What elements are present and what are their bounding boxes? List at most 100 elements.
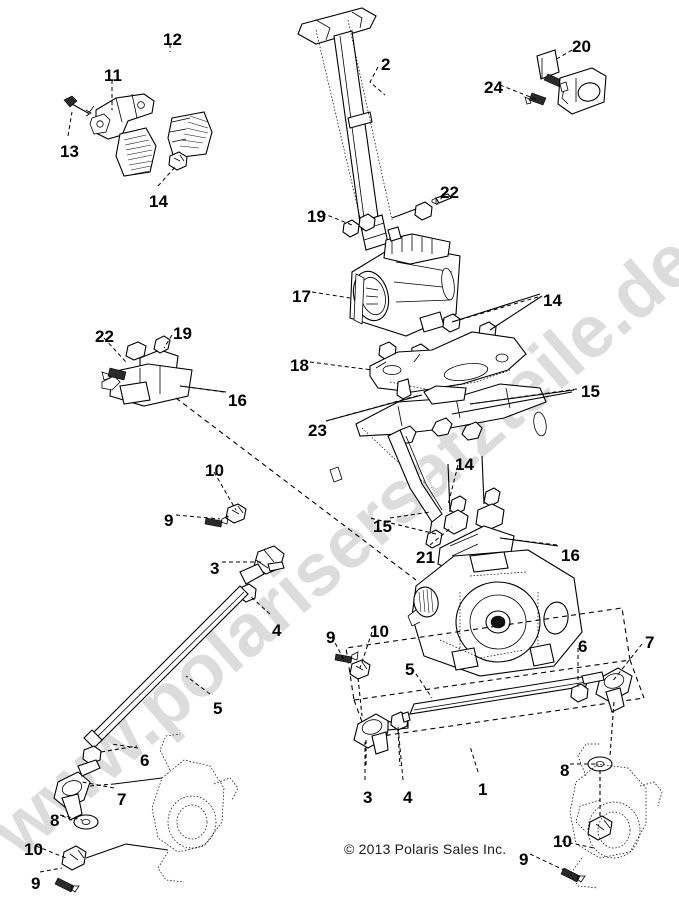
leader-line-17 — [311, 291, 351, 299]
part-18-mount-plate — [329, 331, 527, 483]
callout-number-6: 6 — [578, 637, 588, 656]
part-9-screw-left-lower — [54, 877, 80, 893]
callout-number-9: 9 — [31, 874, 41, 893]
callout-number-17: 17 — [292, 287, 311, 306]
callout-number-11: 11 — [104, 66, 122, 85]
callout-number-15: 15 — [373, 517, 392, 536]
callout-number-21: 21 — [416, 548, 435, 567]
leader-line-22 — [103, 337, 127, 363]
part-7-tierod-end-right — [581, 667, 633, 757]
callout-number-13: 13 — [60, 142, 79, 161]
callout-number-2: 2 — [381, 55, 391, 74]
callout-number-7: 7 — [117, 790, 127, 809]
callout-number-24: 24 — [484, 78, 503, 97]
leader-line-21 — [429, 526, 453, 546]
callout-number-5: 5 — [213, 699, 223, 718]
callout-number-3: 3 — [363, 788, 373, 807]
leader-line-18 — [309, 361, 373, 371]
leader-line-2 — [369, 66, 386, 96]
leader-line-19 — [321, 212, 353, 226]
leader-line-14 — [451, 296, 539, 323]
part-14-nut-upper — [168, 151, 188, 171]
part-5-tierod-shaft-left — [83, 585, 249, 749]
callout-number-12: 12 — [163, 30, 182, 49]
part-20-bracket — [536, 49, 607, 115]
callout-number-8: 8 — [50, 811, 60, 830]
leader-line-10 — [213, 471, 237, 511]
part-1-tierod-assembly-right — [345, 607, 645, 739]
callout-number-10: 10 — [24, 840, 43, 859]
callout-number-9: 9 — [326, 628, 336, 647]
callout-number-14: 14 — [543, 291, 562, 310]
part-11-clamp — [87, 93, 155, 140]
callout-number-22: 22 — [440, 183, 459, 202]
leader-line-9 — [331, 636, 345, 661]
callout-number-3: 3 — [210, 559, 220, 578]
leader-line-6 — [111, 743, 139, 749]
callout-number-4: 4 — [272, 621, 282, 640]
leader-line-24 — [499, 84, 539, 101]
leader-line-5 — [185, 675, 211, 695]
leader-line-10 — [359, 631, 373, 669]
callout-number-1: 1 — [478, 780, 488, 799]
callout-number-19: 19 — [173, 324, 192, 343]
part-10-nut-right-lower — [587, 815, 613, 841]
part-17-eps-motor — [349, 226, 461, 337]
callout-number-20: 20 — [572, 37, 591, 56]
part-6-nut-right — [570, 683, 589, 703]
callout-number-9: 9 — [164, 511, 174, 530]
callout-number-5: 5 — [405, 660, 415, 679]
copyright-notice: © 2013 Polaris Sales Inc. — [344, 841, 507, 857]
part-8-washer-left — [61, 814, 99, 830]
part-2-steering-post — [297, 7, 393, 251]
callout-number-16: 16 — [228, 391, 247, 410]
leader-line-9 — [175, 514, 221, 520]
callout-number-14: 14 — [455, 455, 474, 474]
callout-number-23: 23 — [308, 421, 327, 440]
leader-line-20 — [554, 49, 573, 61]
callout-number-22: 22 — [95, 327, 114, 346]
leader-line-1 — [469, 745, 479, 773]
leader-line-9 — [529, 853, 565, 871]
leader-line-16 — [499, 537, 558, 546]
part-12-bushings — [115, 111, 213, 177]
part-3-tierod-end-left — [239, 545, 285, 585]
leader-line-8 — [59, 814, 83, 821]
leader-line-15 — [469, 388, 578, 405]
part-7-tierod-end-left-lower — [53, 759, 115, 821]
leader-line-10 — [561, 840, 595, 849]
part-23-bracket — [325, 394, 443, 523]
leader-line-13 — [67, 111, 73, 137]
callout-number-10: 10 — [205, 461, 224, 480]
callout-number-8: 8 — [560, 761, 570, 780]
callout-number-10: 10 — [370, 622, 389, 641]
leader-line-10 — [35, 845, 67, 859]
callout-number-6: 6 — [140, 751, 150, 770]
steering-knuckle-left — [113, 733, 239, 883]
leader-line-7 — [81, 781, 115, 789]
part-9-10-left — [204, 503, 247, 528]
callout-number-16: 16 — [561, 546, 580, 565]
callout-number-15: 15 — [581, 382, 600, 401]
callout-number-10: 10 — [553, 832, 572, 851]
front-gearcase — [407, 549, 583, 677]
part-24-screw — [524, 92, 547, 106]
leader-line-16 — [179, 385, 225, 393]
leader-line-19 — [163, 334, 173, 349]
leader-line-14 — [157, 165, 177, 187]
leader-line-15 — [389, 511, 431, 519]
steering-knuckle-right — [569, 743, 663, 889]
leader-line-23 — [325, 394, 421, 422]
callout-number-4: 4 — [403, 788, 413, 807]
leader-line-7 — [611, 643, 643, 683]
leader-line-4 — [249, 595, 271, 615]
leader-line-4 — [397, 725, 404, 781]
part-13-screw — [63, 95, 92, 117]
part-15-tierod-upper — [355, 383, 575, 489]
callout-number-14: 14 — [149, 192, 168, 211]
callout-number-19: 19 — [307, 207, 326, 226]
part-8-washer-right — [587, 756, 613, 824]
